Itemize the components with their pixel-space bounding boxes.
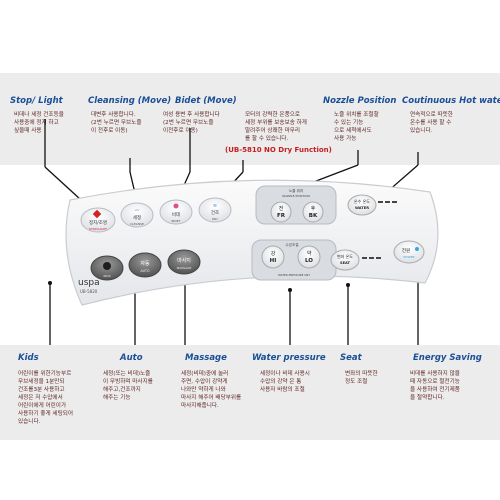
svg-text:≋: ≋ [213,203,217,209]
svg-text:마사지: 마사지 [177,257,191,264]
dry-button[interactable]: ≋ 건조 DRY [198,197,232,223]
cleansing-title: Cleansing (Move) [88,96,172,106]
kids-title: Kids [18,353,39,363]
bottom-info-band [0,345,500,440]
svg-text:온수 온도: 온수 온도 [354,198,370,204]
svg-text:FR: FR [277,213,286,219]
nozzle-position-title: Nozzle Position [323,96,397,106]
massage-desc: 세정(비데)중에 눌러 주면, 수압이 강약게 나와만 약하게 나와 마사지 해… [181,371,242,409]
nozzle-label-ko: 노즐 위치 [289,188,303,193]
svg-text:후: 후 [311,206,316,212]
svg-text:〰: 〰 [134,208,139,214]
svg-text:비데: 비데 [172,211,180,218]
svg-text:LO: LO [305,258,313,264]
pressure-label-en: WATER PRESSURE CNT [278,273,310,277]
energy-saving-desc: 비데를 사용하지 않을 때 자동으로 절전기능 을 사용하여 전기제품 을 절약… [410,371,460,401]
nozzle-label-en: NOZZLE POSITION [282,194,310,198]
power-button[interactable]: 전원 POWER [393,240,425,264]
svg-text:KIDS: KIDS [103,274,110,278]
kids-button[interactable]: KIDS [90,255,124,281]
seat-temp-indicators [362,257,381,259]
bidet-button[interactable]: 비데 BIDET [159,199,193,225]
svg-text:전: 전 [279,205,284,212]
model-note: (UB-5810 NO Dry Function) [225,146,332,154]
svg-text:자동: 자동 [140,260,150,267]
bidet-desc: 여성 용변 후 사용합니다 (2번 누르면 무브노즐 이전후로 이동) [163,112,220,134]
svg-text:HI: HI [270,258,277,264]
nozzle-back-button[interactable]: 후 BK [302,201,324,223]
svg-text:BIDET: BIDET [172,219,181,223]
cleansing-desc: 대변후 사용합니다. (2번 누르면 무브노즐 이 전후로 이동) [91,112,142,134]
dry-desc: 모터의 강력한 온풍으로 세정 부위를 보송보송 하게 말려주어 상쾌한 마무리… [245,112,307,142]
auto-button[interactable]: 자동 AUTO [128,252,162,278]
remote-panel-body [65,179,439,306]
pressure-label-ko: 수압조절 [285,242,298,247]
stop-light-desc: 비데나 세정 건조등을 사용중에 정지 하고 싶을때 사용 [14,112,64,134]
svg-text:STOP/LIGHT: STOP/LIGHT [89,227,107,231]
water-pressure-desc: 세정이나 비데 사용시 수압의 강약 은 통 사용자 바람의 조절 [260,371,310,393]
stop-light-button[interactable]: 정지/조명 STOP/LIGHT [80,207,116,233]
brand-logo: uspa [78,278,100,288]
pressure-high-button[interactable]: 강 HI [261,245,285,269]
svg-text:SEAT: SEAT [340,261,351,265]
svg-text:약: 약 [307,250,312,257]
continuous-hot-water-title: Coutinuous Hot water [402,96,500,106]
energy-saving-title: Energy Saving [413,353,482,363]
water-pressure-title: Water pressure [252,353,326,363]
svg-text:세정: 세정 [133,214,141,221]
seat-title: Seat [340,353,362,363]
svg-text:강: 강 [271,250,276,257]
nozzle-position-desc: 노즐 위치를 조절할 수 있는 기능 으로 세척에서도 사용 가능 [334,112,379,142]
top-info-band [0,73,500,165]
massage-title: Massage [185,353,227,363]
model-label: UB-5820 [80,289,98,294]
svg-text:WATER: WATER [355,206,369,210]
stop-light-title: Stop/ Light [10,96,63,106]
water-temp-indicators [378,201,397,203]
svg-text:BK: BK [309,213,318,219]
kids-desc: 어린이를 위한기능부르 무브세정을 1분만되 건조를3분 사용하고 세정은 저 … [18,371,74,425]
seat-desc: 변좌의 따뜻한 정도 조절 [345,371,378,385]
massage-button[interactable]: 마사지 MASSAGE [167,249,201,275]
cleanse-button[interactable]: 〰 세정 CLEANSE [120,202,154,228]
svg-text:변좌 온도: 변좌 온도 [337,253,353,259]
auto-title: Auto [120,353,143,363]
svg-text:전원: 전원 [402,247,410,254]
nozzle-front-button[interactable]: 전 FR [270,201,292,223]
svg-text:POWER: POWER [403,255,414,259]
svg-text:건조: 건조 [211,209,219,216]
bidet-title: Bidet (Move) [175,96,237,106]
svg-text:AUTO: AUTO [141,269,150,273]
water-temp-button[interactable]: 온수 온도 WATER [347,194,377,216]
auto-desc: 세정(또는 비데)노즐 이 무빙하며 마사지를 해주고,건조까지 해주는 기능 [103,371,153,401]
seat-temp-button[interactable]: 변좌 온도 SEAT [330,249,360,271]
svg-text:MASSAGE: MASSAGE [177,266,192,270]
pressure-low-button[interactable]: 약 LO [297,245,321,269]
continuous-hot-water-desc: 연속적으로 따뜻한 온수를 사용 할 수 있습니다. [410,112,453,134]
svg-text:CLEANSE: CLEANSE [130,222,144,226]
svg-text:정지/조명: 정지/조명 [89,219,107,226]
svg-text:DRY: DRY [212,217,218,221]
